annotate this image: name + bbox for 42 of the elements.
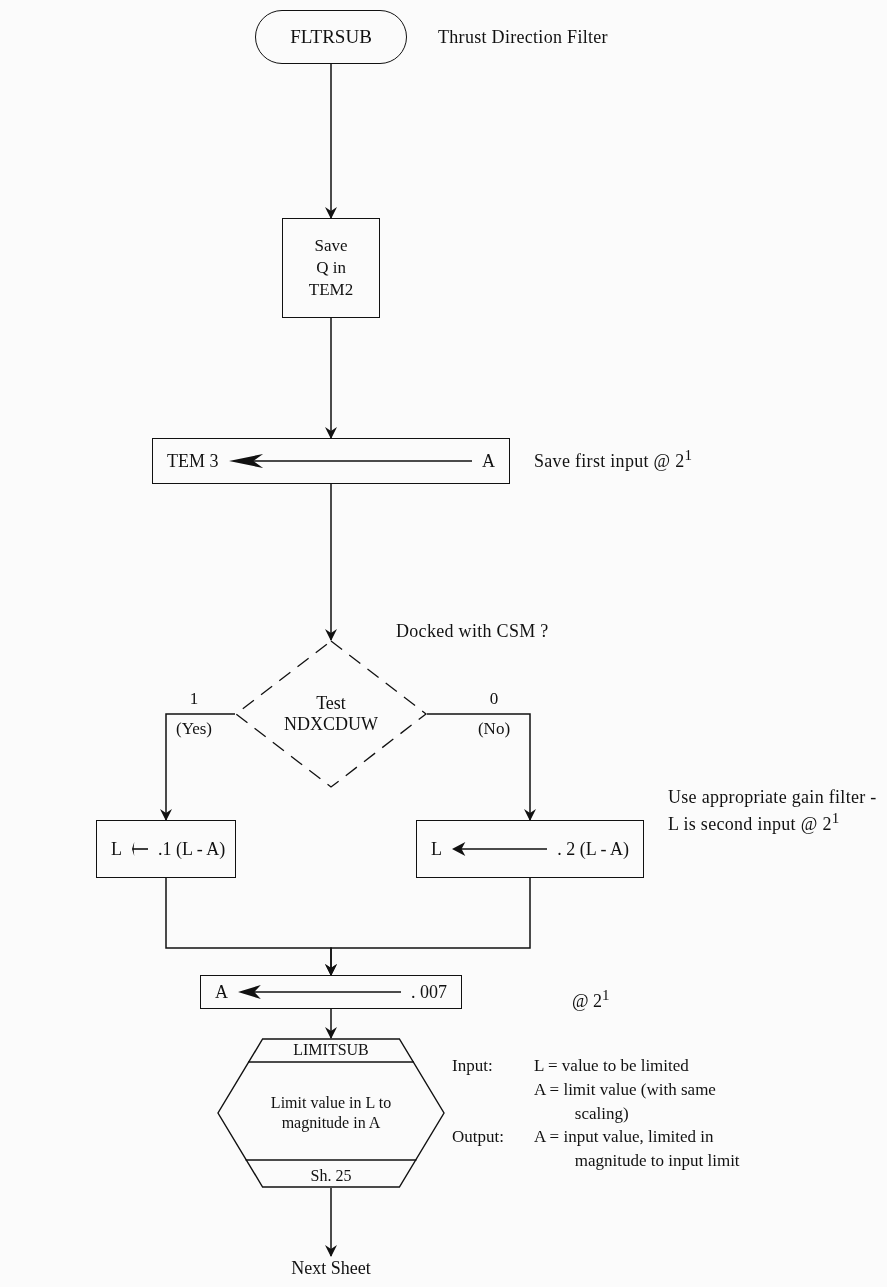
flow-arrow: [325, 1008, 337, 1039]
assignment-text: TEM 3: [167, 450, 219, 472]
assignment-text: A: [482, 450, 495, 472]
assignment-box: [200, 975, 462, 1009]
note-text: A = limit value (with same scaling): [534, 1078, 717, 1125]
flow-arrow: [426, 713, 536, 821]
flow-arrow: [325, 483, 337, 641]
assignment-text: L: [111, 838, 122, 860]
assignment-box: [152, 438, 510, 484]
note-text: A = input value, limited in magnitude to input limit: [534, 1126, 741, 1173]
edge-label: 1 (Yes): [175, 688, 213, 740]
assignment-text: . 2 (L - A): [557, 838, 629, 860]
assignment-box: [96, 820, 236, 878]
connector-text: Next Sheet: [291, 1257, 371, 1279]
flow-arrow: [325, 317, 337, 439]
annotation-note: Use appropriate gain filter - L is second input @ 2$^{1}$: [668, 786, 878, 835]
flow-arrow: [325, 63, 337, 219]
annotation-note: Thrust Direction Filter: [438, 26, 609, 49]
annotation-note: Docked with CSM ?: [396, 620, 550, 643]
assignment-text: . 007: [411, 981, 447, 1003]
subroutine-hexagon: [217, 1038, 445, 1188]
assignment-text: L: [431, 838, 442, 860]
decision-text: Test NDXCDUW: [283, 693, 379, 735]
note-text: @ 2$^{1}$: [572, 986, 610, 1013]
assignment-text: .1 (L - A): [158, 838, 226, 860]
assignment-box: [416, 820, 644, 878]
note-heading: Input:: [452, 1055, 494, 1077]
subroutine-name: LIMITSUB: [293, 1040, 369, 1060]
flow-arrow: [325, 1187, 337, 1257]
terminal-label: FLTRSUB: [290, 26, 372, 48]
decision-diamond: [235, 640, 427, 788]
edge-label: 0 (No): [477, 688, 511, 740]
note-text: L = value to be limited: [534, 1055, 690, 1077]
flow-arrow: [325, 877, 531, 976]
process-box: [282, 218, 380, 318]
process-text: Save Q in TEM2: [308, 234, 354, 302]
note-heading: Output:: [452, 1126, 505, 1149]
assignment-text: A: [215, 981, 228, 1003]
subroutine-description: Limit value in L to magnitude in A: [269, 1093, 393, 1133]
flow-arrow: [160, 713, 236, 821]
sheet-reference: Sh. 25: [310, 1166, 352, 1186]
annotation-note: Save first input @ 2$^{1}$: [534, 446, 694, 473]
